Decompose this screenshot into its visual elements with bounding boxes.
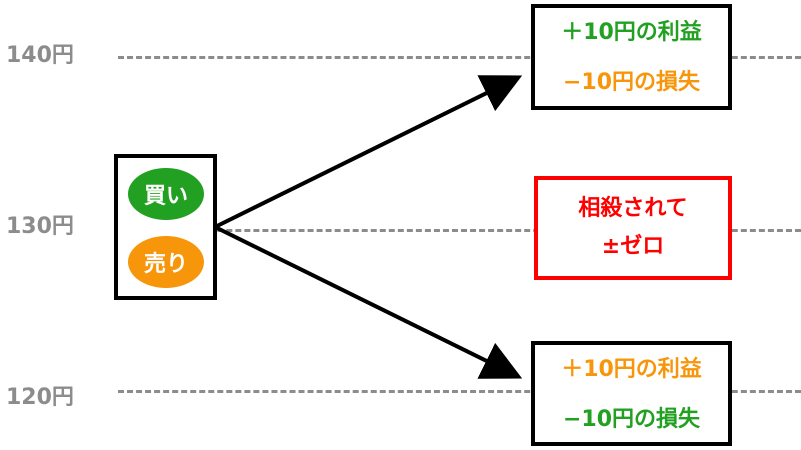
position-box: 買い 売り	[114, 154, 217, 300]
price-line-120	[118, 390, 801, 393]
outcome-top-profit: ＋10円の利益	[561, 20, 702, 45]
price-line-140	[118, 56, 801, 59]
buy-label: 買い	[143, 184, 188, 209]
price-label-140: 140円	[6, 43, 74, 68]
price-line-130	[118, 229, 801, 232]
arrow-up	[214, 75, 523, 229]
outcome-box-top: ＋10円の利益 −10円の損失	[531, 4, 732, 110]
price-label-130: 130円	[6, 214, 74, 239]
buy-circle: 買い	[128, 168, 204, 220]
arrow-down	[214, 225, 523, 379]
outcome-bottom-loss: −10円の損失	[562, 407, 701, 432]
outcome-box-bottom: ＋10円の利益 −10円の損失	[531, 341, 732, 446]
price-label-120: 120円	[6, 385, 74, 410]
outcome-middle-line2: ±ゼロ	[601, 234, 665, 259]
outcome-middle-line1: 相殺されて	[578, 196, 688, 221]
outcome-top-loss: −10円の損失	[562, 70, 701, 95]
outcome-bottom-profit: ＋10円の利益	[561, 357, 702, 382]
outcome-box-middle: 相殺されて ±ゼロ	[534, 176, 732, 280]
sell-circle: 売り	[128, 236, 204, 288]
sell-label: 売り	[143, 252, 188, 277]
